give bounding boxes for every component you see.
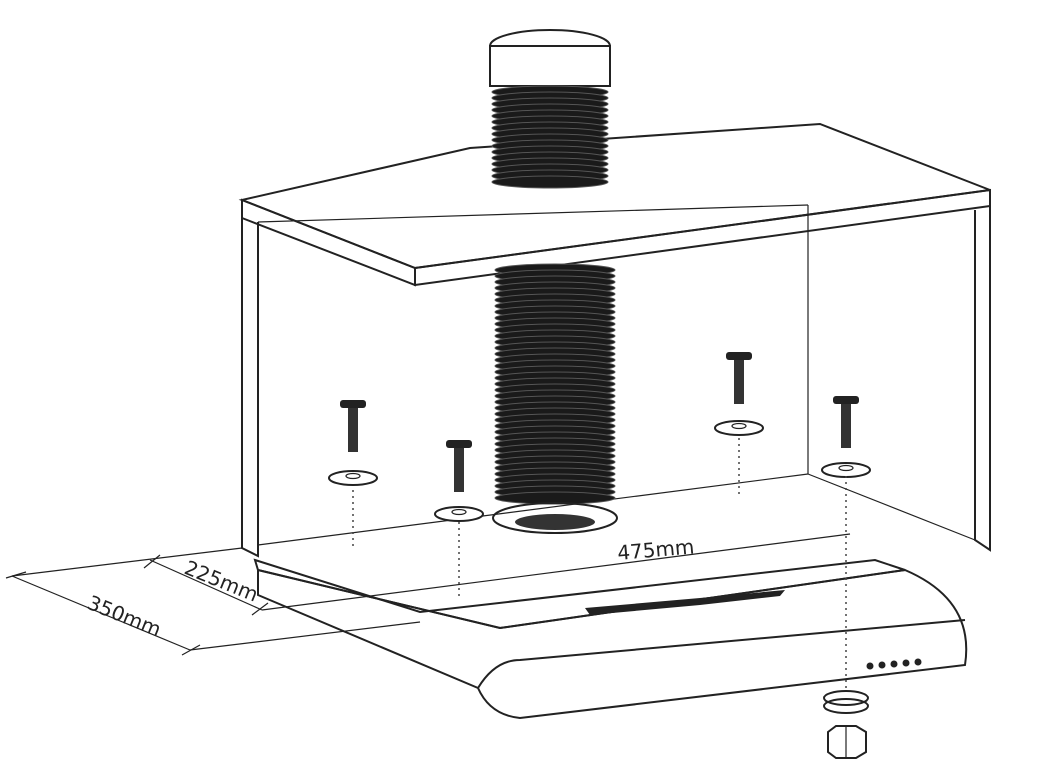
screw-shaft — [734, 360, 744, 404]
height-tick-start — [143, 554, 161, 569]
duct-ring — [491, 175, 609, 189]
height-tick-end — [251, 602, 269, 616]
duct-upper-section — [491, 85, 609, 189]
depth-dimension-line — [11, 575, 191, 651]
screw-shaft — [454, 448, 464, 492]
control-button-5 — [914, 658, 922, 666]
depth-dimension-label: 350mm — [84, 590, 165, 641]
alignment-lines — [352, 438, 847, 690]
bottom-nut-assembly — [823, 690, 869, 759]
cabinet-left-side — [241, 200, 259, 558]
screw-4 — [821, 396, 871, 478]
range-hood — [253, 558, 968, 720]
duct-lower-section — [494, 263, 616, 505]
control-button-4 — [902, 659, 910, 667]
dimension-lines — [5, 533, 851, 656]
screw-2 — [434, 440, 484, 522]
duct-bottom-opening — [515, 514, 595, 530]
control-button-1 — [866, 662, 874, 670]
height-dimension-line — [149, 559, 263, 611]
screw-1 — [328, 400, 378, 486]
mounting-screws — [328, 352, 871, 522]
duct-top-collar — [489, 45, 611, 87]
duct-bottom-collar — [492, 502, 618, 534]
depth-extension-top — [11, 547, 243, 577]
screw-head — [446, 440, 472, 448]
washer-hole — [345, 472, 361, 480]
cabinet-top-front-left — [241, 198, 416, 287]
washer-hole — [838, 464, 854, 472]
cabinet-back-top-edge — [257, 204, 809, 223]
width-dimension-line — [261, 533, 851, 611]
hood-lower-edge — [477, 619, 966, 689]
cabinet-top-board — [238, 122, 991, 270]
screw-head — [833, 396, 859, 404]
screw-head — [340, 400, 366, 408]
width-dimension-label: 475mm — [616, 534, 695, 565]
washer-hole — [451, 508, 467, 516]
washer-hole — [731, 422, 747, 430]
control-buttons — [866, 658, 922, 670]
bottom-washer — [823, 690, 869, 706]
cabinet-back-bottom-edge — [257, 473, 809, 546]
control-button-3 — [890, 660, 898, 668]
cabinet-right-side — [974, 190, 991, 552]
height-dimension-label: 225mm — [181, 555, 262, 606]
nut-icon — [827, 725, 867, 759]
bottom-washer-edge — [823, 698, 869, 714]
control-button-2 — [878, 661, 886, 669]
screw-head — [726, 352, 752, 360]
cabinet-floor-right-edge — [807, 473, 976, 541]
wall-cabinet — [238, 122, 991, 558]
hood-top-surface — [253, 558, 906, 630]
screw-shaft — [348, 408, 358, 452]
flexible-duct — [489, 29, 618, 534]
screw-3 — [714, 352, 764, 436]
depth-extension-bottom — [189, 621, 421, 651]
screw-shaft — [841, 404, 851, 448]
hood-front-panel — [257, 568, 968, 720]
hood-control-slot — [585, 590, 785, 615]
